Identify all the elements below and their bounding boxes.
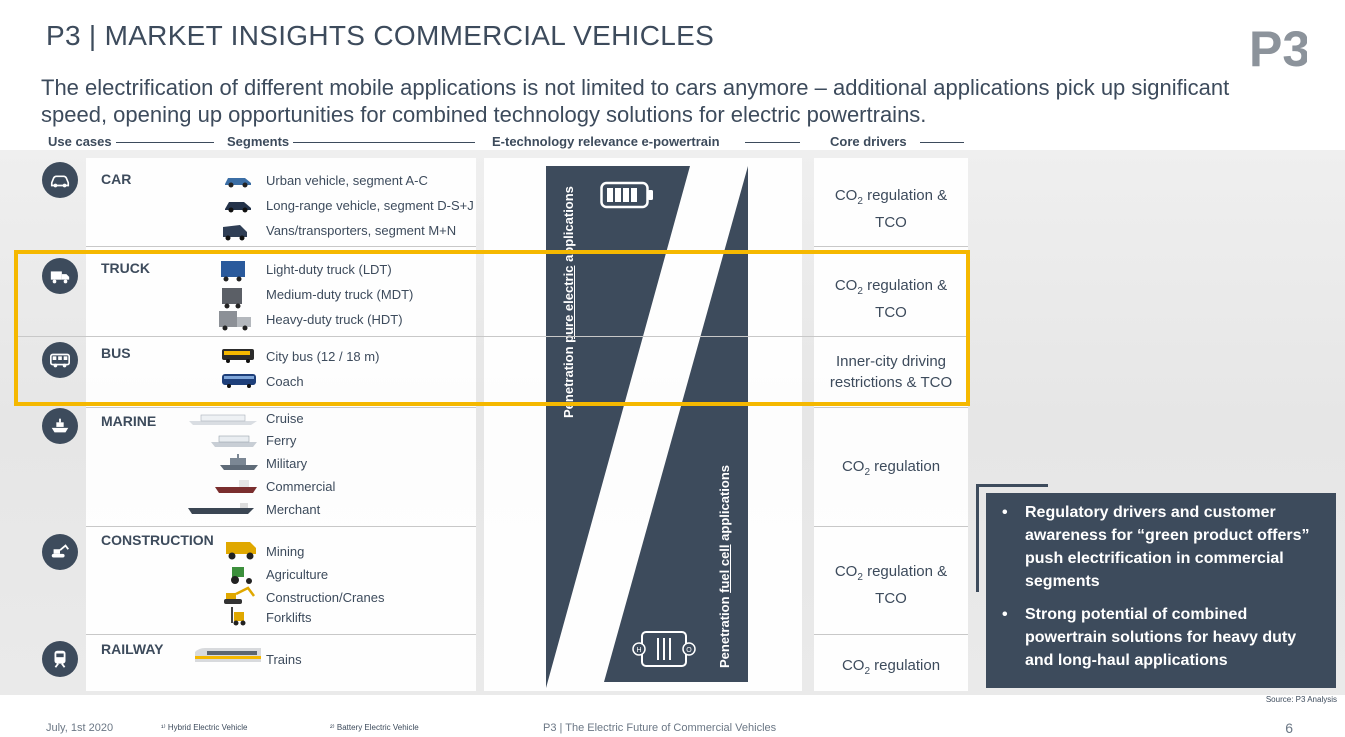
svg-text:O: O [686, 647, 692, 654]
truck-image [221, 261, 245, 282]
cruise-ship-image [189, 414, 257, 425]
segment-text: Forklifts [266, 610, 312, 625]
row-separator [814, 246, 968, 247]
usecase-car: CAR [101, 171, 132, 187]
penetration-triangles [546, 166, 748, 688]
truck-image [219, 311, 251, 331]
usecase-marine: MARINE [101, 413, 157, 429]
car-image [225, 202, 251, 213]
segment-text: Trains [266, 652, 302, 667]
segment-text: Coach [266, 374, 304, 389]
row-separator [86, 526, 476, 527]
page-number: 6 [1285, 720, 1293, 736]
page-subtitle: The electrification of different mobile … [41, 75, 1230, 127]
footnote-1: ¹⁾ Hybrid Electric Vehicle [161, 723, 248, 732]
usecase-truck: TRUCK [101, 260, 150, 276]
segment-text: Vans/transporters, segment M+N [266, 223, 457, 238]
driver-railway: CO2 regulation [841, 657, 941, 677]
header-rule [110, 142, 214, 143]
excavator-icon [42, 534, 78, 570]
fuel-cell-triangle [604, 166, 748, 682]
fuel-cell-icon: H O [632, 631, 696, 667]
row-separator [86, 634, 476, 635]
label-fuel-cell: Penetration fuel cell applications [717, 464, 732, 668]
mining-truck-image [226, 542, 256, 560]
header-rule [745, 142, 800, 143]
tractor-image [231, 567, 252, 584]
truck-bus-separator [18, 336, 966, 337]
column-header-etech: E-technology relevance e-powertrain [488, 134, 724, 149]
segment-text: Agriculture [266, 567, 329, 582]
footer-date: July, 1st 2020 [46, 722, 114, 734]
drivers-panel [814, 158, 968, 691]
segment-text: Light-duty truck (LDT) [266, 262, 392, 277]
usecase-railway: RAILWAY [101, 641, 164, 657]
segment-text: Merchant [266, 502, 321, 517]
bus-image [222, 349, 254, 363]
car-image [225, 178, 251, 188]
row-separator [814, 407, 968, 408]
etech-diagram [484, 158, 802, 691]
row-separator [814, 634, 968, 635]
segment-text: Long-range vehicle, segment D-S+J [266, 198, 474, 213]
car-icon [42, 162, 78, 198]
footnote-2: ²⁾ Battery Electric Vehicle [330, 723, 419, 732]
driver-car: CO2 regulation &TCO [834, 187, 948, 231]
callout-bracket [976, 484, 1048, 592]
military-ship-image [220, 454, 258, 470]
ferry-image [211, 435, 257, 447]
usecase-bus: BUS [101, 345, 131, 361]
excavator-image [224, 586, 255, 604]
insight-bullet: Strong potential of combined powertrain … [1002, 603, 1322, 672]
insight-bullet: Regulatory drivers and customer awarenes… [1002, 501, 1322, 593]
bus-icon [42, 342, 78, 378]
train-image [195, 648, 261, 662]
header-rule [920, 142, 964, 143]
column-header-use-cases: Use cases [44, 134, 116, 149]
driver-truck: CO2 regulation &TCO [834, 277, 948, 321]
segment-text: Urban vehicle, segment A-C [266, 173, 428, 188]
ship-icon [42, 408, 78, 444]
segment-text: Mining [266, 544, 305, 559]
row-separator [86, 246, 476, 247]
battery-icon [600, 181, 653, 209]
merchant-ship-image [188, 503, 254, 514]
truck-bus-highlight [14, 250, 970, 406]
header-rule [290, 142, 475, 143]
segment-text: Medium-duty truck (MDT) [266, 287, 414, 302]
source-note: Source: P3 Analysis [1265, 695, 1337, 704]
usecase-construction: CONSTRUCTION [101, 532, 214, 548]
driver-construction: CO2 regulation &TCO [834, 563, 948, 607]
column-header-segments: Segments [223, 134, 294, 149]
segment-text: City bus (12 / 18 m) [266, 349, 380, 364]
train-icon [42, 641, 78, 677]
footer-title: P3 | The Electric Future of Commercial V… [543, 722, 777, 734]
column-header-drivers: Core drivers [826, 134, 911, 149]
commercial-ship-image [215, 480, 257, 493]
row-separator [86, 407, 476, 408]
row-separator [814, 526, 968, 527]
segment-text: Construction/Cranes [266, 590, 385, 605]
segment-text: Military [266, 456, 308, 471]
coach-image [222, 374, 256, 388]
key-insights-box: Regulatory drivers and customer awarenes… [986, 493, 1336, 688]
truck-icon [42, 258, 78, 294]
p3-logo: P3 [1249, 21, 1307, 76]
segment-text: Heavy-duty truck (HDT) [266, 312, 403, 327]
pure-electric-triangle [546, 166, 690, 688]
forklift-image [231, 607, 246, 626]
truck-image [222, 288, 242, 309]
segment-text: Commercial [266, 479, 336, 494]
segment-text: Ferry [266, 433, 297, 448]
van-image [223, 225, 247, 241]
segment-text: Cruise [266, 411, 304, 426]
svg-text:H: H [636, 647, 641, 654]
driver-marine: CO2 regulation [841, 458, 941, 478]
svg-text:P3: P3 [1249, 21, 1307, 76]
page-title: P3 | MARKET INSIGHTS COMMERCIAL VEHICLES [46, 20, 715, 51]
